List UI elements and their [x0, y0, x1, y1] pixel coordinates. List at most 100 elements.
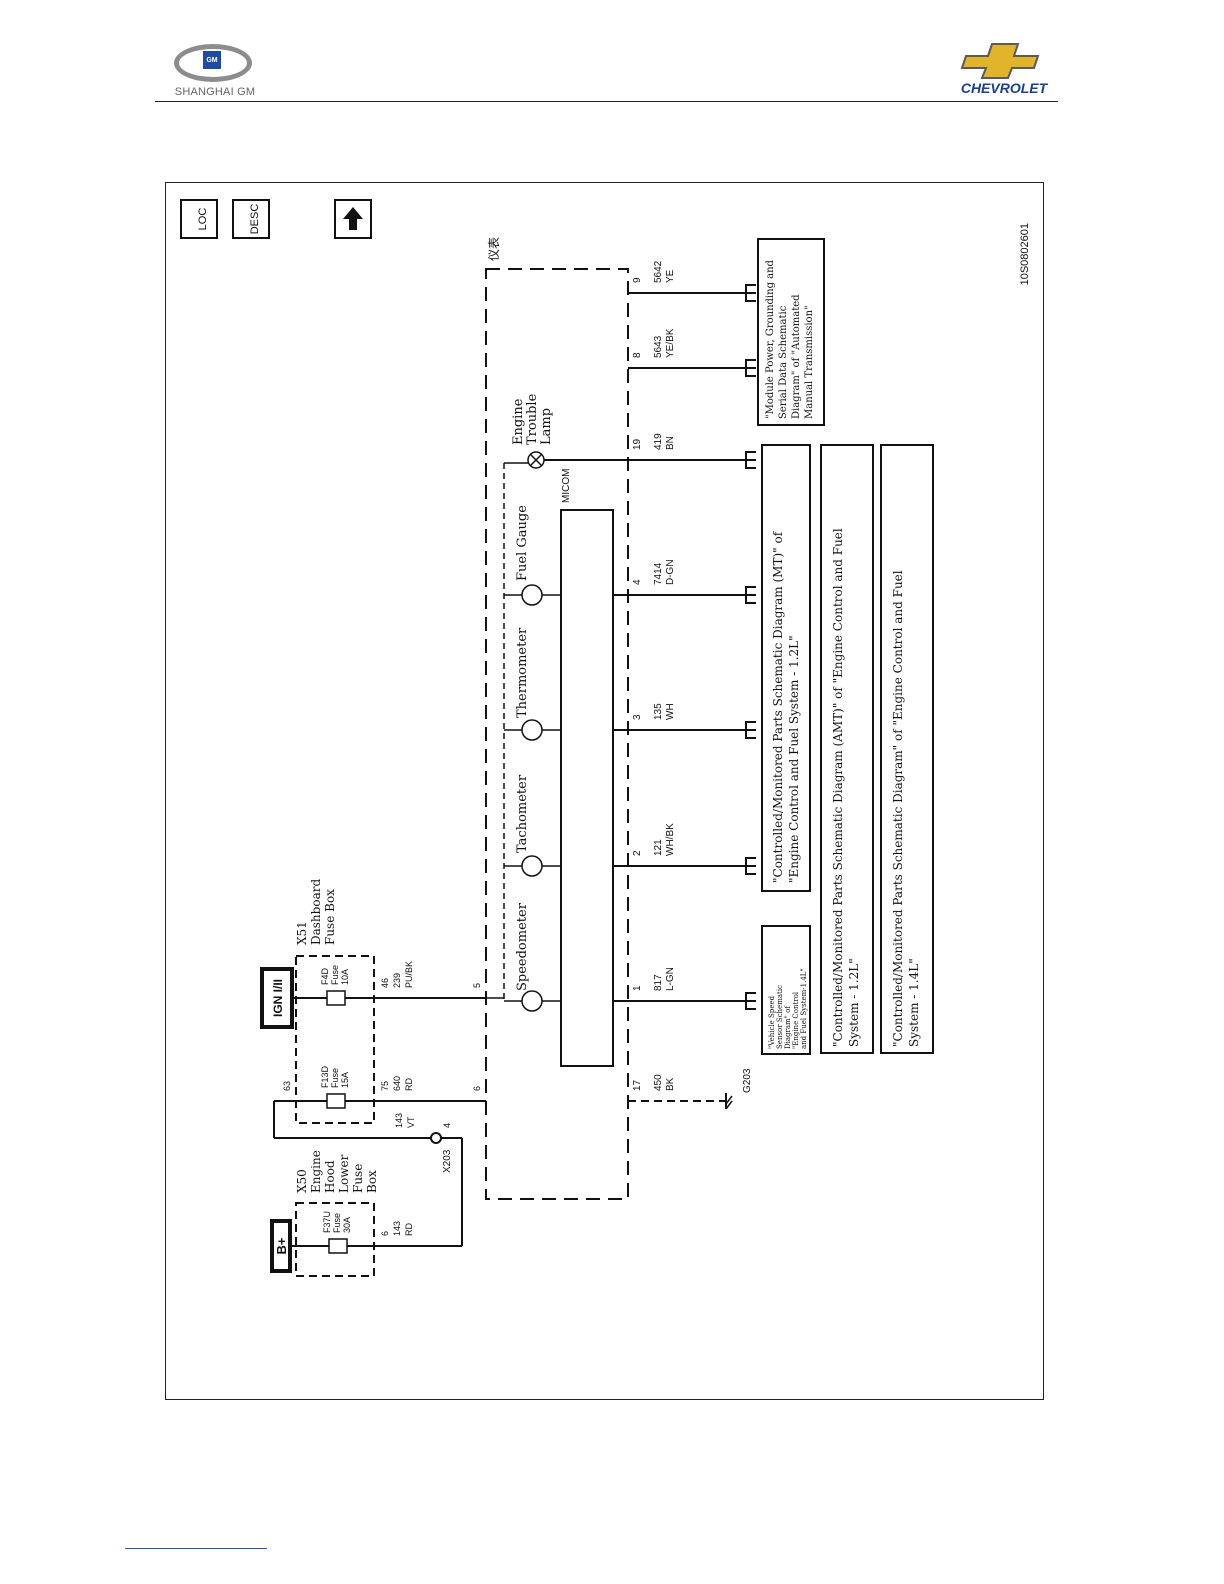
- ref-vss-line2: Sensor Schematic: [776, 985, 784, 1049]
- micom-block: [560, 509, 614, 1067]
- pin-17: 17: [632, 1079, 643, 1091]
- x50-line1: Engine: [309, 1150, 323, 1193]
- gm-logo-text: SHANGHAI GM: [174, 86, 256, 98]
- pin-3: 3: [632, 714, 643, 720]
- w640-pin: 75: [380, 1081, 390, 1091]
- g203-label: G203: [742, 1068, 753, 1093]
- ref-vss-line5: and Fuel System-1.4L": [800, 968, 808, 1049]
- splice-icon: [430, 1132, 442, 1144]
- ref-module-line2: Serial Data Schematic: [778, 305, 789, 419]
- x203-label: X203: [442, 1149, 453, 1173]
- ref-module-line3: Diagram" of "Automated: [791, 294, 802, 419]
- b-plus-feed: B+ F37U Fuse 30A X50 Engine Hood Lower F…: [270, 1138, 463, 1277]
- x50-box: [295, 1202, 375, 1277]
- chevrolet-bowtie-icon: [960, 43, 1040, 79]
- circuit-121: 121: [653, 839, 664, 856]
- splice-x203: 4 X203 143 VT: [273, 1101, 462, 1173]
- pin-19: 19: [632, 438, 643, 450]
- f4d-rating: 10A: [340, 969, 350, 985]
- w143rd-pin: 6: [380, 1231, 390, 1236]
- x203-pin: 4: [442, 1123, 452, 1128]
- ref-vss[interactable]: "Vehicle Speed Sensor Schematic Diagram"…: [761, 925, 811, 1055]
- f37u-label: F37U: [322, 1211, 332, 1233]
- tachometer-gauge: Tachometer: [504, 774, 561, 877]
- desc-button[interactable]: DESC: [232, 199, 270, 239]
- ref-vss-line3: Diagram" of: [784, 1005, 792, 1049]
- chevrolet-logo-text: CHEVROLET: [960, 80, 1048, 96]
- pin-8: 8: [632, 352, 643, 358]
- lamp-label-line3: Lamp: [539, 408, 554, 445]
- ref-vss-line1: "Vehicle Speed: [768, 995, 776, 1049]
- ign-label: IGN I/II: [271, 979, 285, 1017]
- ref-ecm-12[interactable]: "Controlled/Monitored Parts Schematic Di…: [761, 444, 811, 892]
- gm-badge-icon: GM: [203, 51, 221, 69]
- w640-top-pin: 63: [282, 1081, 292, 1091]
- page-header: GM SHANGHAI GM CHEVROLET: [0, 0, 1224, 110]
- speedometer-icon: [521, 990, 543, 1012]
- header-rule: [155, 101, 1058, 102]
- lamp-label-line2: Trouble: [525, 393, 540, 445]
- b-plus-label: B+: [274, 1237, 289, 1254]
- color-l-gn: L-GN: [665, 967, 676, 991]
- f4d-fuse-word: Fuse: [330, 965, 340, 985]
- fuse-f13d-icon: [326, 1093, 346, 1109]
- w239-color: PU/BK: [404, 961, 414, 988]
- speedometer-label: Speedometer: [515, 902, 530, 991]
- ref-ecm14-line2: System - 1.4L": [907, 958, 921, 1047]
- color-d-gn: D-GN: [665, 559, 676, 585]
- fuel-gauge: Fuel Gauge: [504, 505, 561, 606]
- loc-button[interactable]: LOC: [180, 199, 218, 239]
- x51-box: [295, 955, 375, 1124]
- f13d-rating: 15A: [340, 1072, 350, 1088]
- lamp-label-line1: Engine: [511, 398, 526, 445]
- fuse-f37u-icon: [328, 1238, 348, 1254]
- pin-9: 9: [632, 277, 643, 283]
- thermometer-gauge: Thermometer: [504, 627, 561, 741]
- ref-module-line4: Manual Transmission": [804, 305, 815, 419]
- x51-name: X51: [295, 921, 309, 945]
- micom-label: MICOM: [561, 469, 572, 503]
- ref-module-power[interactable]: "Module Power, Grounding and Serial Data…: [757, 238, 825, 426]
- ref-amt[interactable]: "Controlled/Monitored Parts Schematic Di…: [820, 444, 874, 1054]
- wire-labels: 17 450 BK 1 817 L-GN 2 121 WH/BK 3 135 W…: [632, 260, 676, 1091]
- circuit-135: 135: [653, 703, 664, 720]
- circuit-450: 450: [653, 1074, 664, 1091]
- color-wh: WH: [665, 703, 676, 720]
- up-arrow-icon: [343, 207, 363, 230]
- up-arrow-button[interactable]: [334, 199, 372, 239]
- speedometer-gauge: Speedometer: [504, 902, 561, 1012]
- w143rd-color: RD: [404, 1223, 414, 1236]
- ref-amt-line1: "Controlled/Monitored Parts Schematic Di…: [831, 528, 845, 1047]
- circuit-5643: 5643: [653, 335, 664, 358]
- x50-name: X50: [295, 1169, 309, 1193]
- pin-4: 4: [632, 579, 643, 585]
- footer-link-rule: [125, 1548, 267, 1549]
- x50-line2: Hood: [323, 1160, 337, 1193]
- fuel-gauge-icon: [521, 584, 543, 606]
- circuit-817: 817: [653, 974, 664, 991]
- ign-box: [260, 967, 294, 1029]
- w640-color: RD: [404, 1078, 414, 1091]
- schematic-frame: LOC DESC 10S0802601 仪表 MICOM Speedometer: [165, 182, 1044, 1400]
- color-ye: YE: [665, 269, 676, 283]
- ref-vss-line4: "Engine Control: [792, 991, 800, 1049]
- color-bn: BN: [665, 436, 676, 450]
- x50-line4: Fuse: [351, 1164, 365, 1193]
- gm-oval-icon: [174, 44, 252, 82]
- desc-button-label: DESC: [249, 204, 261, 235]
- w143vt-color: VT: [406, 1116, 416, 1128]
- w143rd-circuit: 143: [392, 1221, 402, 1236]
- ref-ecm-14[interactable]: "Controlled/Monitored Parts Schematic Di…: [880, 444, 934, 1054]
- circuit-419: 419: [653, 433, 664, 450]
- chevrolet-logo: CHEVROLET: [948, 40, 1060, 98]
- cluster-box: [485, 268, 629, 1200]
- fuel-gauge-label: Fuel Gauge: [515, 505, 530, 581]
- color-ye-bk: YE/BK: [665, 328, 676, 358]
- x50-line3: Lower: [337, 1154, 351, 1193]
- f13d-fuse-word: Fuse: [330, 1068, 340, 1088]
- engine-trouble-lamp: Engine Trouble Lamp: [511, 393, 756, 469]
- ref-ecm12-line1: "Controlled/Monitored Parts Schematic Di…: [771, 530, 785, 883]
- f13d-label: F13D: [320, 1065, 330, 1088]
- ref-amt-line2: System - 1.2L": [847, 958, 861, 1047]
- doc-id: 10S0802601: [1019, 223, 1031, 285]
